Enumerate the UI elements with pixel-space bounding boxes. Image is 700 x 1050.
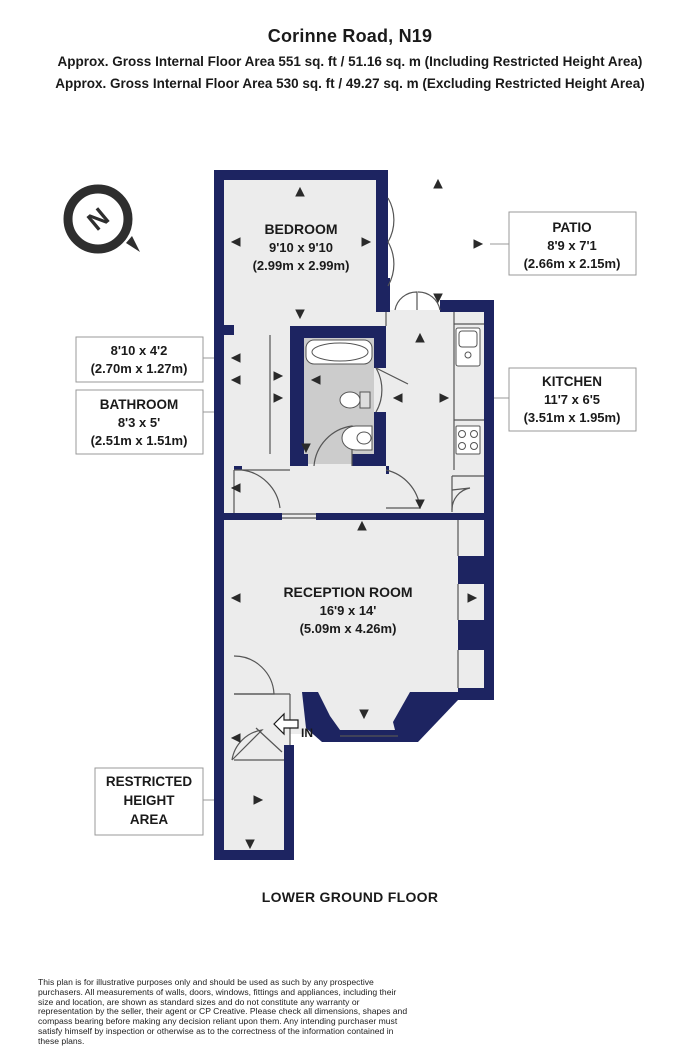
hall-imperial: 8'10 x 4'2 [111,343,168,358]
kitchen-fixtures [455,327,481,455]
kitchen-name: KITCHEN [542,374,602,389]
patio-floor [386,178,490,310]
entrance-label: IN [301,726,313,740]
room-arrows [230,178,484,850]
bathroom-callout: BATHROOM 8'3 x 5' (2.51m x 1.51m) [75,389,214,455]
bedroom-metric: (2.99m x 2.99m) [253,258,350,273]
reception-metric: (5.09m x 4.26m) [300,621,397,636]
restricted-line2: HEIGHT [123,793,175,808]
reception-name: RECEPTION ROOM [283,584,412,600]
plan-header: Corinne Road, N19 Approx. Gross Internal… [0,0,700,93]
bathroom-name: BATHROOM [100,397,179,412]
kitchen-imperial: 11'7 x 6'5 [544,392,600,407]
area-including-restricted: Approx. Gross Internal Floor Area 551 sq… [57,54,643,69]
hall-metric: (2.70m x 1.27m) [91,361,188,376]
bedroom-name: BEDROOM [264,221,337,237]
patio-metric: (2.66m x 2.15m) [524,256,621,271]
area-excluding-restricted: Approx. Gross Internal Floor Area 530 sq… [55,76,645,91]
hall-callout: 8'10 x 4'2 (2.70m x 1.27m) [75,336,214,383]
disclaimer-text: This plan is for illustrative purposes o… [38,977,408,1046]
bedroom-label: BEDROOM 9'10 x 9'10 (2.99m x 2.99m) [253,221,350,273]
compass-icon: N [63,184,140,254]
entrance-arrow-icon [273,712,299,736]
reception-label: RECEPTION ROOM 16'9 x 14' (5.09m x 4.26m… [283,584,412,636]
floor-name: LOWER GROUND FLOOR [261,889,439,905]
patio-imperial: 8'9 x 7'1 [547,238,597,253]
bathroom-fixtures [305,339,373,451]
restricted-callout: RESTRICTED HEIGHT AREA [94,767,214,836]
restricted-line1: RESTRICTED [106,774,193,789]
walls [214,170,494,860]
bathroom-metric: (2.51m x 1.51m) [91,433,188,448]
bathroom-imperial: 8'3 x 5' [118,415,160,430]
restricted-line3: AREA [130,812,169,827]
patio-name: PATIO [552,220,591,235]
kitchen-callout: KITCHEN 11'7 x 6'5 (3.51m x 1.95m) [494,367,637,432]
reception-imperial: 16'9 x 14' [320,603,377,618]
doors [231,197,471,761]
kitchen-metric: (3.51m x 1.95m) [524,410,621,425]
bedroom-imperial: 9'10 x 9'10 [269,240,333,255]
property-title: Corinne Road, N19 [267,26,433,46]
patio-callout: PATIO 8'9 x 7'1 (2.66m x 2.15m) [490,211,637,276]
